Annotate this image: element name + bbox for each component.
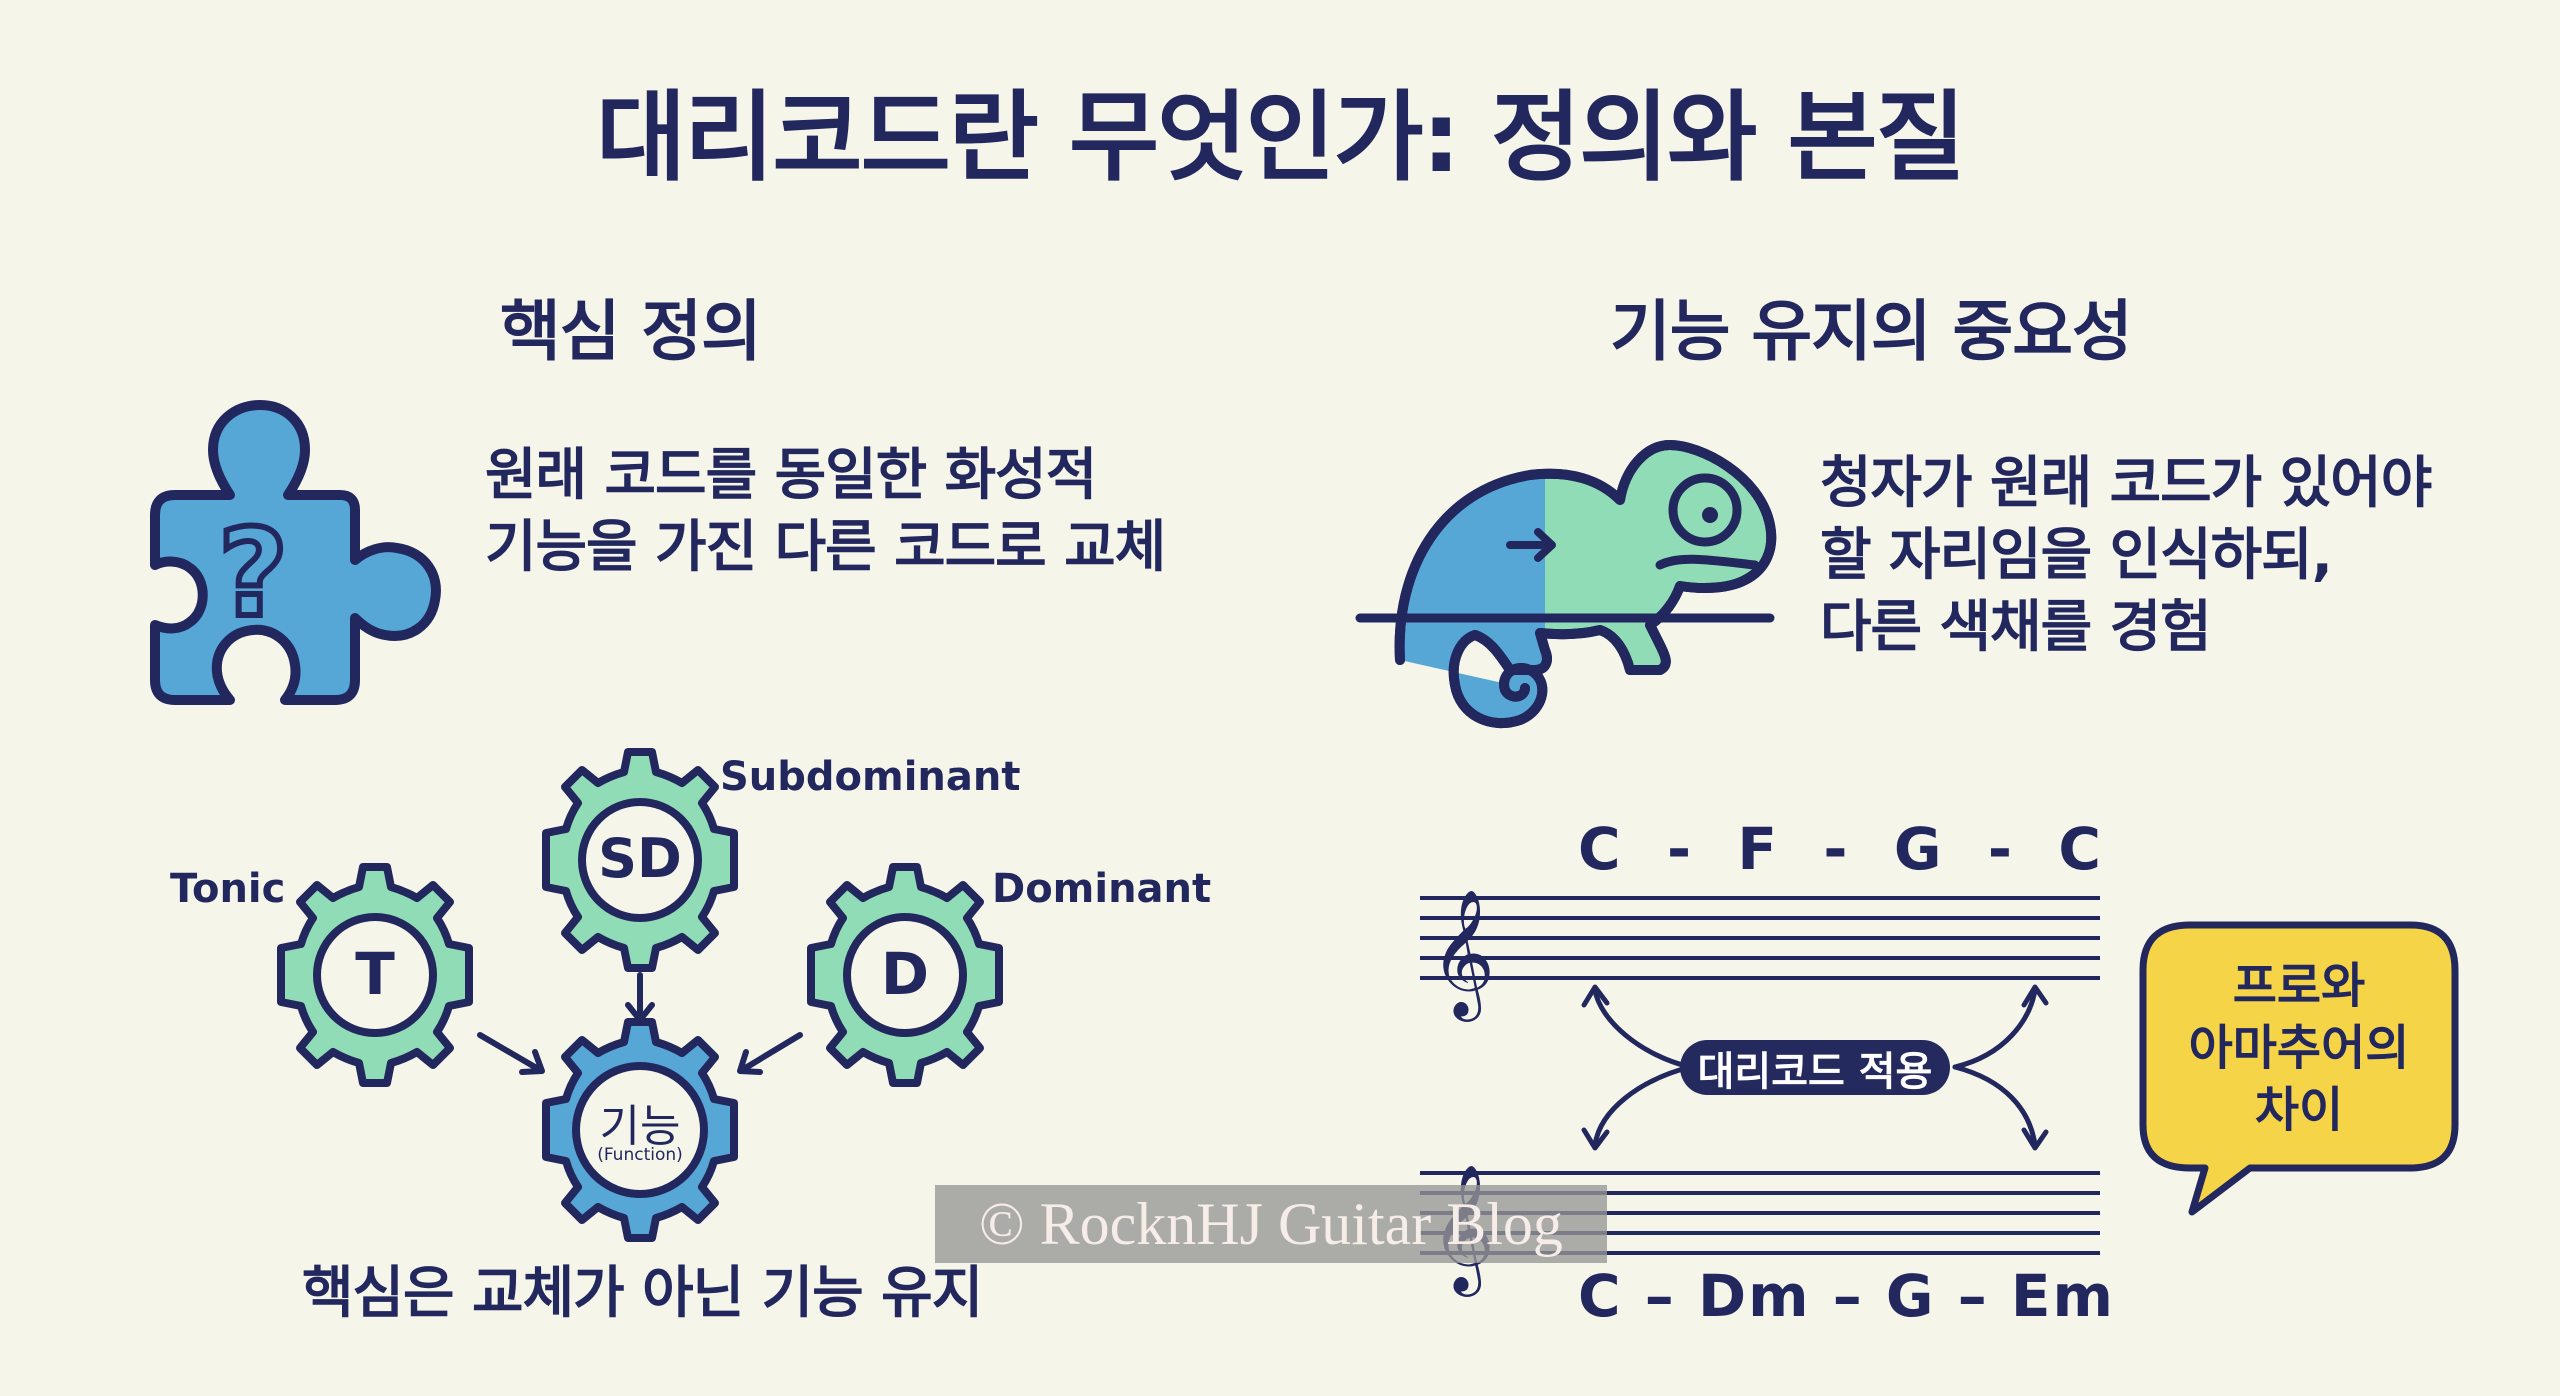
label-tonic: Tonic (170, 866, 286, 912)
conclusion-text: 핵심은 교체가 아닌 기능 유지 (302, 1261, 983, 1326)
heading-function-importance: 기능 유지의 중요성 (1610, 293, 2133, 370)
speech-bubble-shape (2139, 921, 2459, 1216)
substitution-arrows (1581, 984, 2049, 1151)
gear-subdominant (546, 752, 734, 968)
speech-bubble: 프로와 아마추어의 차이 (2143, 955, 2455, 1141)
gear-dominant-symbol: D (880, 940, 930, 1008)
importance-text: 청자가 원래 코드가 있어야 할 자리임을 인식하되, 다른 색채를 경험 (1820, 448, 2432, 664)
puzzle-question-icon: ? (150, 400, 441, 705)
gear-tonic (281, 867, 469, 1083)
arrows (477, 972, 803, 1075)
gear-tonic-symbol: T (355, 940, 395, 1008)
label-dominant: Dominant (992, 866, 1212, 912)
treble-clef-icon-top: 𝄞 (1430, 888, 1495, 1022)
importance-line-1: 청자가 원래 코드가 있어야 (1820, 451, 2432, 516)
page-title: 대리코드란 무엇인가: 정의와 본질 (596, 81, 1966, 195)
bubble-line-3: 차이 (2254, 1082, 2344, 1138)
substitution-pill: 대리코드 적용 (1680, 1040, 1950, 1095)
chameleon-icon (1355, 430, 1780, 750)
heading-core-definition: 핵심 정의 (500, 293, 762, 370)
definition-text: 원래 코드를 동일한 화성적 기능을 가진 다른 코드로 교체 (485, 440, 1166, 584)
importance-line-2: 할 자리임을 인식하되, (1820, 523, 2333, 588)
bubble-line-2: 아마추어의 (2188, 1020, 2410, 1076)
gear-dominant (811, 867, 999, 1083)
definition-line-1: 원래 코드를 동일한 화성적 (485, 443, 1097, 508)
gears-diagram (0, 0, 1100, 1280)
original-progression: C - F - G - C (1578, 815, 2103, 883)
bubble-line-1: 프로와 (2232, 958, 2366, 1014)
label-subdominant: Subdominant (720, 754, 1021, 800)
substituted-progression: C – Dm – G – Em (1578, 1262, 2115, 1330)
gear-function-symbol: 기능 (599, 1101, 681, 1152)
gear-function-sub: (Function) (597, 1145, 683, 1165)
svg-text:?: ? (218, 505, 288, 644)
gear-subdominant-symbol: SD (598, 827, 682, 890)
watermark: © RocknHJ Guitar Blog (935, 1185, 1607, 1263)
importance-line-3: 다른 색채를 경험 (1820, 595, 2212, 660)
gear-function (546, 1022, 734, 1238)
definition-line-2: 기능을 가진 다른 코드로 교체 (485, 515, 1166, 580)
